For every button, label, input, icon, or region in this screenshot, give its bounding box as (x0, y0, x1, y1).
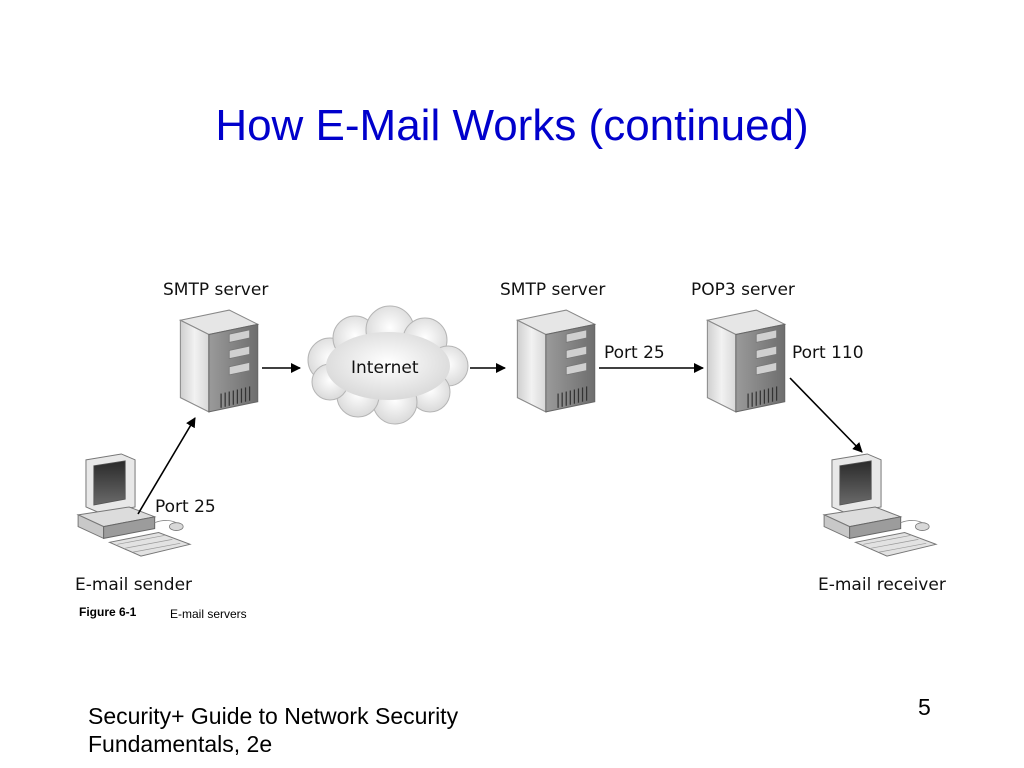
footer-line: Fundamentals, 2e (88, 731, 273, 758)
page-number: 5 (918, 694, 931, 720)
server-icon (516, 309, 596, 413)
slide-title: How E-Mail Works (continued) (215, 101, 809, 150)
computer-icon (823, 453, 937, 557)
server-icon (179, 309, 259, 413)
arrow-icon (789, 377, 863, 453)
port-label: Port 110 (792, 343, 864, 363)
cloud-icon (307, 305, 469, 425)
smtp-server-label: SMTP server (163, 280, 268, 300)
smtp-server-label: SMTP server (500, 280, 605, 300)
port-label: Port 25 (604, 343, 665, 363)
figure-label: Figure 6-1 (79, 605, 137, 619)
internet-label: Internet (351, 358, 419, 378)
server-icon (706, 309, 786, 413)
email-receiver-label: E-mail receiver (818, 575, 946, 595)
footer-line: Security+ Guide to Network Security (88, 703, 459, 729)
figure-caption: E-mail servers (170, 607, 247, 621)
email-sender-label: E-mail sender (75, 575, 192, 595)
arrow-icon (137, 417, 196, 515)
slide-footer: Security+ Guide to Network Security Fund… (88, 702, 458, 758)
pop3-server-label: POP3 server (691, 280, 795, 300)
port-label: Port 25 (155, 497, 216, 517)
